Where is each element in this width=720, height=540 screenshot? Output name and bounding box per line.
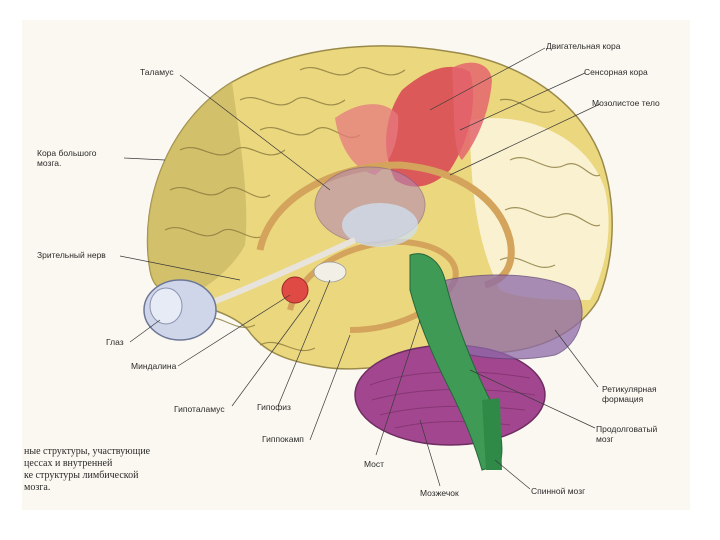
limbic-ring xyxy=(256,161,515,289)
label-thalamus: Таламус xyxy=(140,67,174,77)
spinal-cord-shape xyxy=(482,398,502,470)
label-cerebellum: Мозжечок xyxy=(420,488,459,498)
label-reticular-formation: Ретикулярная формация xyxy=(602,384,657,404)
motor-cortex xyxy=(386,66,474,187)
label-medulla: Продолговатый мозг xyxy=(596,424,658,444)
label-cerebral-cortex: Кора большого мозга. xyxy=(37,148,97,168)
label-corpus-callosum: Мозолистое тело xyxy=(592,98,660,108)
sensory-cortex xyxy=(452,62,492,161)
eye-iris xyxy=(149,287,183,325)
label-pituitary: Гипофиз xyxy=(257,402,291,412)
figure-caption: ные структуры, участвующие цессах и внут… xyxy=(24,446,151,493)
label-sensory-cortex: Сенсорная кора xyxy=(584,67,648,77)
leader-lines xyxy=(119,47,601,490)
gyri xyxy=(164,67,601,352)
label-amygdala: Миндалина xyxy=(131,361,177,371)
label-eye: Глаз xyxy=(106,337,124,347)
motor-inner xyxy=(335,104,399,175)
label-spinal-cord: Спинной мозг xyxy=(531,486,586,496)
hypothalamus-shape xyxy=(313,261,347,283)
third-ventricle xyxy=(342,203,418,247)
brainstem-shape xyxy=(409,253,503,471)
amygdala-shape xyxy=(281,276,309,304)
label-hippocampus: Гиппокамп xyxy=(262,434,304,444)
frontal-lobe xyxy=(147,82,247,298)
label-optic-nerve: Зрительный нерв xyxy=(37,250,106,260)
label-motor-cortex: Двигательная кора xyxy=(546,41,621,51)
label-pons: Мост xyxy=(364,459,385,469)
label-hypothalamus: Гипоталамус xyxy=(174,404,225,414)
optic-nerve-shape xyxy=(203,237,357,308)
